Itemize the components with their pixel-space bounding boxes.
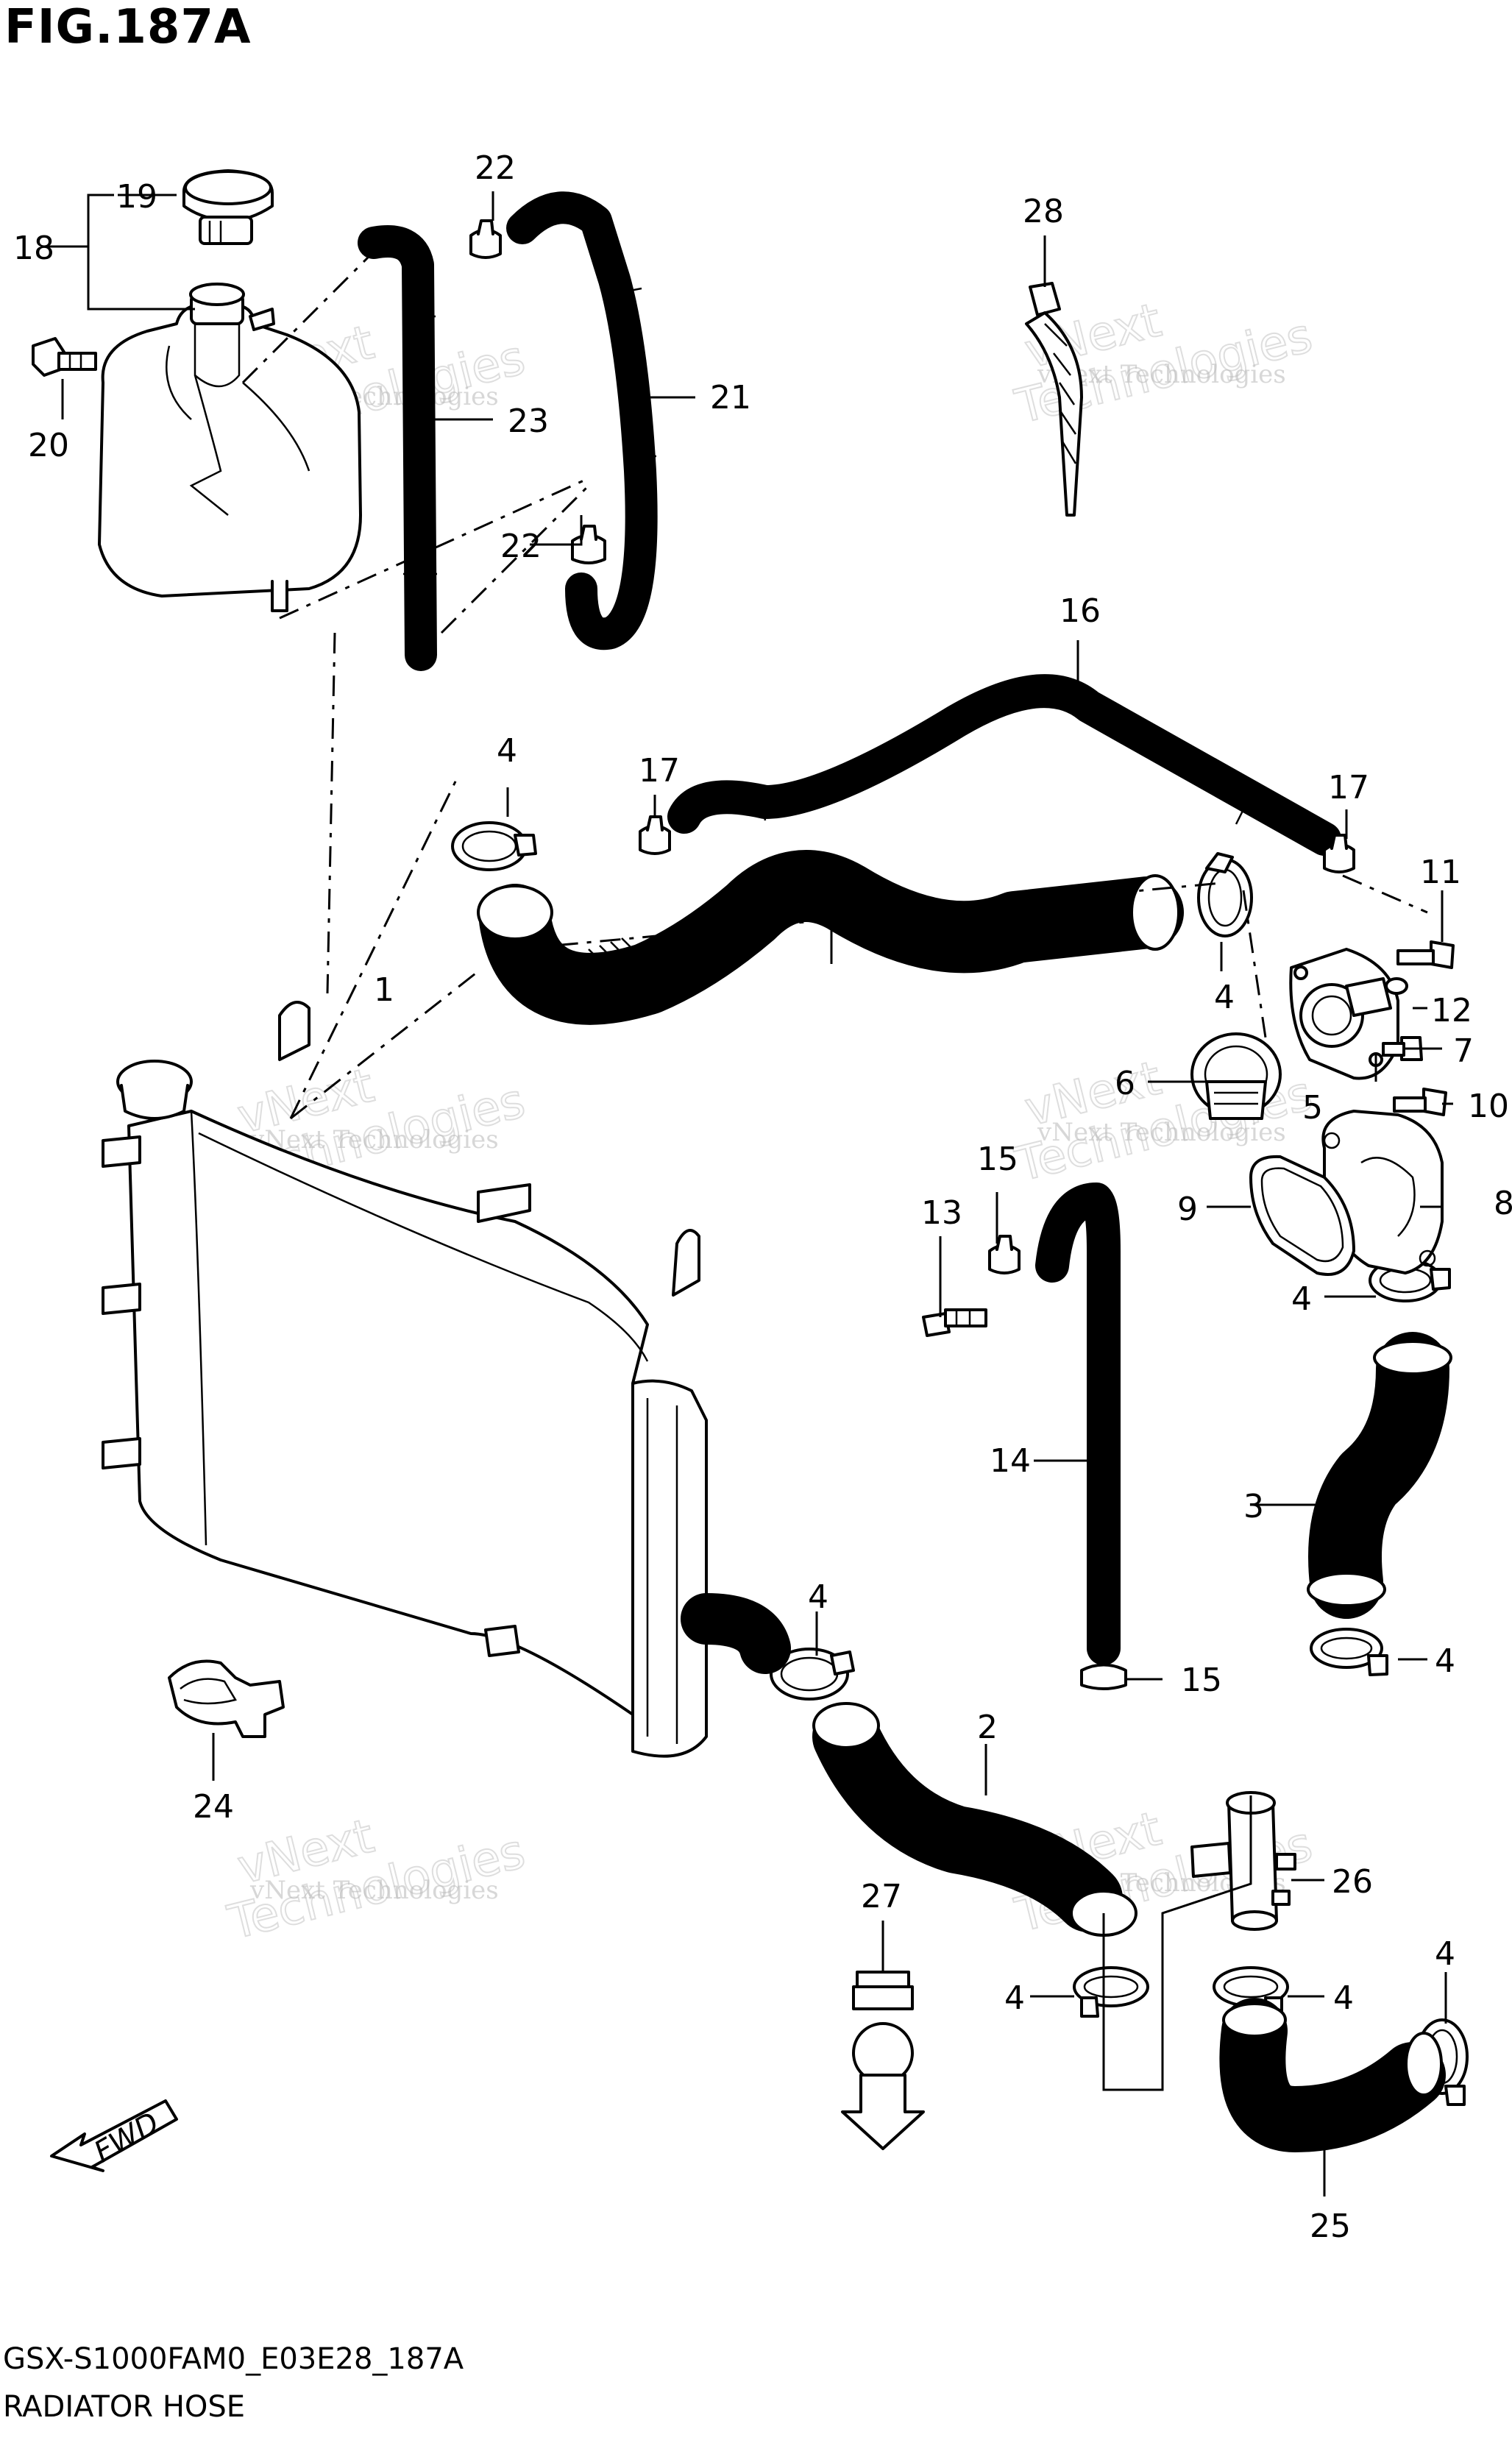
clamp-4-f bbox=[1073, 1966, 1149, 2018]
coolant-flow-symbol-27 bbox=[841, 1971, 925, 2150]
callout-4-e: 4 bbox=[808, 1578, 828, 1616]
callout-28: 28 bbox=[1023, 193, 1064, 230]
clamp-4-e bbox=[770, 1648, 855, 1701]
hose-2 bbox=[812, 1702, 1137, 1937]
callout-26: 26 bbox=[1332, 1863, 1373, 1901]
clamp-15-bottom bbox=[1080, 1663, 1127, 1690]
fwd-label: FWD bbox=[88, 2106, 165, 2170]
callout-15-b: 15 bbox=[1181, 1662, 1222, 1699]
callout-21: 21 bbox=[710, 379, 751, 416]
hose-14 bbox=[1035, 1183, 1121, 1665]
callout-3: 3 bbox=[1243, 1488, 1264, 1525]
clamp-15-top bbox=[988, 1235, 1021, 1274]
reservoir-cap bbox=[182, 169, 274, 245]
callout-4-h: 4 bbox=[1435, 1935, 1455, 1973]
bolt-13 bbox=[922, 1308, 987, 1337]
callout-22-b: 22 bbox=[500, 528, 542, 565]
bolt-11 bbox=[1396, 940, 1455, 969]
hose-25 bbox=[1219, 1998, 1446, 2152]
o-ring-9 bbox=[1249, 1155, 1355, 1276]
callout-9: 9 bbox=[1177, 1191, 1198, 1228]
callout-13: 13 bbox=[921, 1194, 962, 1232]
pipe-26 bbox=[1190, 1791, 1296, 1931]
washer-12 bbox=[1385, 977, 1408, 995]
clamp-4-d bbox=[1310, 1628, 1388, 1676]
callout-2: 2 bbox=[977, 1709, 998, 1746]
callout-17-a: 17 bbox=[639, 752, 680, 790]
dashed-lines bbox=[241, 256, 1428, 2091]
bolt-10 bbox=[1393, 1088, 1447, 1116]
callout-11: 11 bbox=[1420, 854, 1461, 891]
watermark-line1: vNext Technologies bbox=[249, 1876, 499, 1905]
watermark-5: vNext Technologies vNext Technologies bbox=[222, 1808, 531, 1951]
callout-4-c: 4 bbox=[1291, 1280, 1312, 1318]
thermostat-housing-5 bbox=[1289, 948, 1399, 1080]
clamp-17-right bbox=[1323, 834, 1355, 873]
callout-15-a: 15 bbox=[977, 1141, 1018, 1178]
callout-4-g: 4 bbox=[1333, 1979, 1354, 2017]
clamp-4-b bbox=[1197, 852, 1253, 937]
callout-14: 14 bbox=[990, 1442, 1031, 1480]
watermark-line1: vNext Technologies bbox=[1037, 1118, 1286, 1147]
model-code: GSX-S1000FAM0_E03E28_187A bbox=[3, 2342, 464, 2376]
callout-8: 8 bbox=[1494, 1185, 1512, 1222]
callout-6: 6 bbox=[1115, 1065, 1135, 1102]
callout-4-d: 4 bbox=[1435, 1642, 1455, 1680]
callout-12: 12 bbox=[1431, 992, 1472, 1029]
callout-4-b: 4 bbox=[1214, 979, 1235, 1016]
fwd-arrow: FWD bbox=[50, 2099, 178, 2172]
watermarks: vNext Technologies vNext Technologies vN… bbox=[222, 292, 1318, 1951]
callout-17-b: 17 bbox=[1328, 769, 1369, 806]
callout-4-f: 4 bbox=[1004, 1979, 1025, 2017]
callout-5: 5 bbox=[1302, 1089, 1323, 1127]
hose-21 bbox=[506, 191, 658, 650]
hose-23 bbox=[358, 225, 437, 671]
leader-lines bbox=[44, 191, 1453, 2196]
callout-24: 24 bbox=[193, 1788, 234, 1826]
callout-22-a: 22 bbox=[475, 149, 516, 187]
clamp-4-a bbox=[451, 821, 537, 871]
hose-16 bbox=[667, 674, 1341, 856]
hose-1 bbox=[477, 850, 1184, 1025]
callout-25: 25 bbox=[1310, 2208, 1351, 2245]
bolt-20 bbox=[32, 337, 97, 377]
callouts: 1 2 3 4 4 4 4 4 4 4 4 5 6 7 8 9 10 11 12… bbox=[13, 149, 1512, 2245]
figure-title: FIG.187A bbox=[4, 0, 252, 54]
clip-24 bbox=[168, 1659, 285, 1738]
callout-1: 1 bbox=[374, 971, 394, 1009]
callout-27: 27 bbox=[861, 1878, 902, 1915]
clamp-17-left bbox=[639, 815, 671, 855]
callout-18: 18 bbox=[13, 230, 54, 267]
diagram-caption: RADIATOR HOSE bbox=[3, 2390, 246, 2424]
clamp-22-top bbox=[469, 219, 502, 259]
reservoir-tank bbox=[98, 283, 362, 612]
thermostat-6 bbox=[1190, 1032, 1282, 1120]
callout-16: 16 bbox=[1060, 592, 1101, 630]
callout-10: 10 bbox=[1468, 1088, 1509, 1125]
radiator bbox=[102, 1001, 791, 1758]
callout-20: 20 bbox=[28, 427, 69, 464]
callout-4-a: 4 bbox=[497, 732, 517, 770]
callout-7: 7 bbox=[1453, 1032, 1474, 1070]
callout-19: 19 bbox=[116, 178, 157, 216]
hose-3 bbox=[1307, 1332, 1452, 1619]
watermark-line1: vNext Technologies bbox=[249, 1125, 499, 1155]
callout-23: 23 bbox=[508, 403, 549, 440]
